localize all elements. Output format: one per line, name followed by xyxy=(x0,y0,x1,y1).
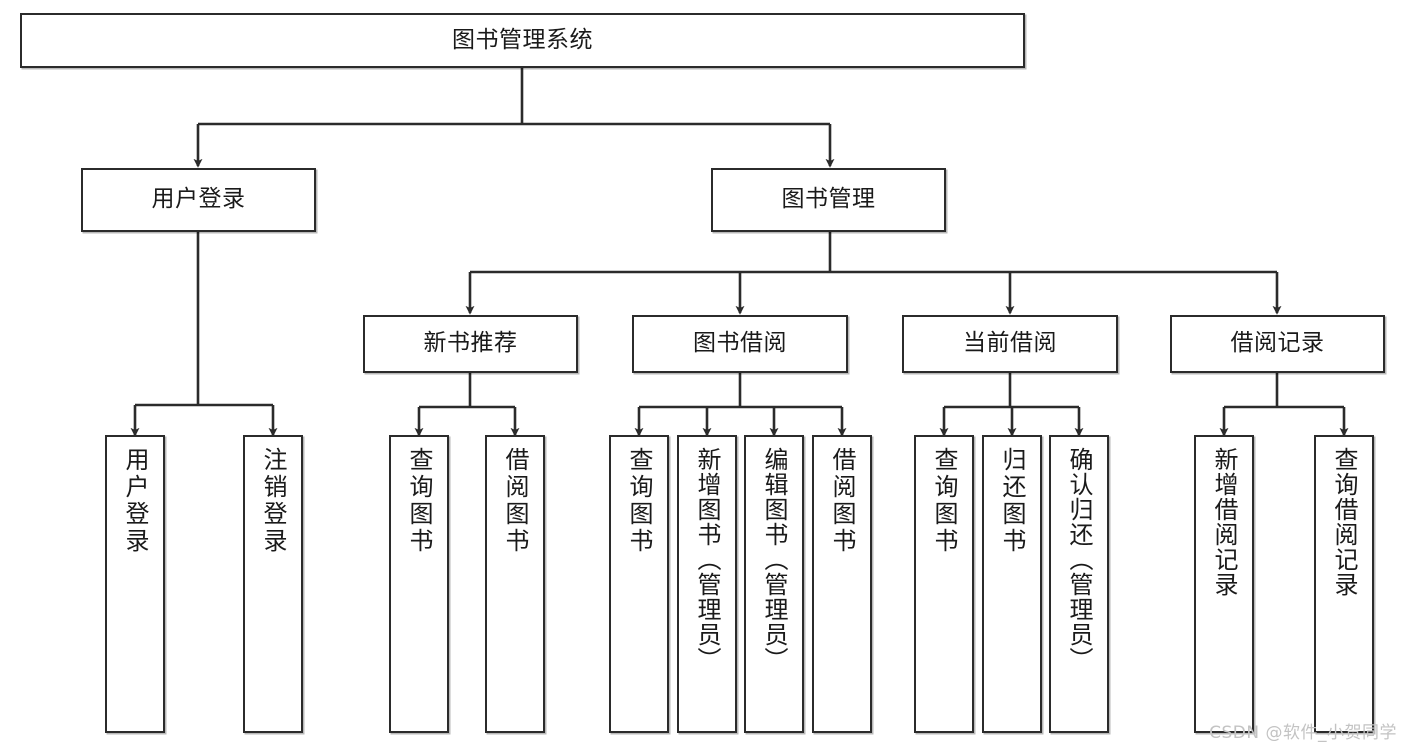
connector-root-to-level2 xyxy=(193,68,835,168)
node-label: 编辑图书（管理员） xyxy=(760,447,788,672)
leaf-current-borrow-confirm-return[interactable]: 确认归还（管理员） xyxy=(1049,435,1109,733)
connector-book-manage-to-level3 xyxy=(465,232,1282,315)
leaf-user-login-logout[interactable]: 注销登录 xyxy=(243,435,303,733)
node-label: 用户登录 xyxy=(151,186,246,213)
node-label: 借阅图书 xyxy=(501,447,529,555)
leaf-current-borrow-query[interactable]: 查询图书 xyxy=(914,435,974,733)
leaf-current-borrow-return[interactable]: 归还图书 xyxy=(982,435,1042,733)
node-label: 查询借阅记录 xyxy=(1330,447,1358,597)
leaf-book-borrow-borrow[interactable]: 借阅图书 xyxy=(812,435,872,733)
node-book-borrow[interactable]: 图书借阅 xyxy=(632,315,848,373)
node-borrow-record[interactable]: 借阅记录 xyxy=(1170,315,1385,373)
leaf-borrow-record-add[interactable]: 新增借阅记录 xyxy=(1194,435,1254,733)
watermark-text: CSDN @软件_小贺同学 xyxy=(1209,723,1397,743)
node-label: 新增借阅记录 xyxy=(1210,447,1238,597)
node-label: 查询图书 xyxy=(405,447,433,555)
leaf-new-book-query[interactable]: 查询图书 xyxy=(389,435,449,733)
node-label: 确认归还（管理员） xyxy=(1065,447,1093,672)
node-label: 当前借阅 xyxy=(963,330,1057,357)
connector-current-borrow-to-leaves xyxy=(939,373,1084,437)
connector-book-borrow-to-leaves xyxy=(634,373,847,437)
leaf-book-borrow-add[interactable]: 新增图书（管理员） xyxy=(677,435,737,733)
node-root-system[interactable]: 图书管理系统 xyxy=(20,13,1025,68)
leaf-borrow-record-query[interactable]: 查询借阅记录 xyxy=(1314,435,1374,733)
node-label: 用户登录 xyxy=(121,447,149,555)
leaf-user-login-login[interactable]: 用户登录 xyxy=(105,435,165,733)
node-label: 查询图书 xyxy=(930,447,958,555)
connector-borrow-record-to-leaves xyxy=(1219,373,1349,437)
node-label: 图书管理 xyxy=(781,186,876,213)
node-label: 新增图书（管理员） xyxy=(693,447,721,672)
node-label: 图书管理系统 xyxy=(452,26,593,53)
leaf-book-borrow-query[interactable]: 查询图书 xyxy=(609,435,669,733)
node-label: 新书推荐 xyxy=(423,330,518,357)
node-label: 查询图书 xyxy=(625,447,653,555)
node-book-management[interactable]: 图书管理 xyxy=(711,168,946,232)
node-label: 注销登录 xyxy=(259,447,287,555)
leaf-new-book-borrow[interactable]: 借阅图书 xyxy=(485,435,545,733)
node-user-login[interactable]: 用户登录 xyxy=(81,168,316,232)
node-label: 图书借阅 xyxy=(693,330,787,357)
node-label: 借阅图书 xyxy=(828,447,856,555)
leaf-book-borrow-edit[interactable]: 编辑图书（管理员） xyxy=(744,435,804,733)
connector-new-book-to-leaves xyxy=(414,373,520,437)
node-new-book-recommend[interactable]: 新书推荐 xyxy=(363,315,578,373)
node-label: 借阅记录 xyxy=(1230,330,1325,357)
connector-user-login-to-leaves xyxy=(130,232,278,437)
node-label: 归还图书 xyxy=(998,447,1026,555)
node-current-borrow[interactable]: 当前借阅 xyxy=(902,315,1118,373)
